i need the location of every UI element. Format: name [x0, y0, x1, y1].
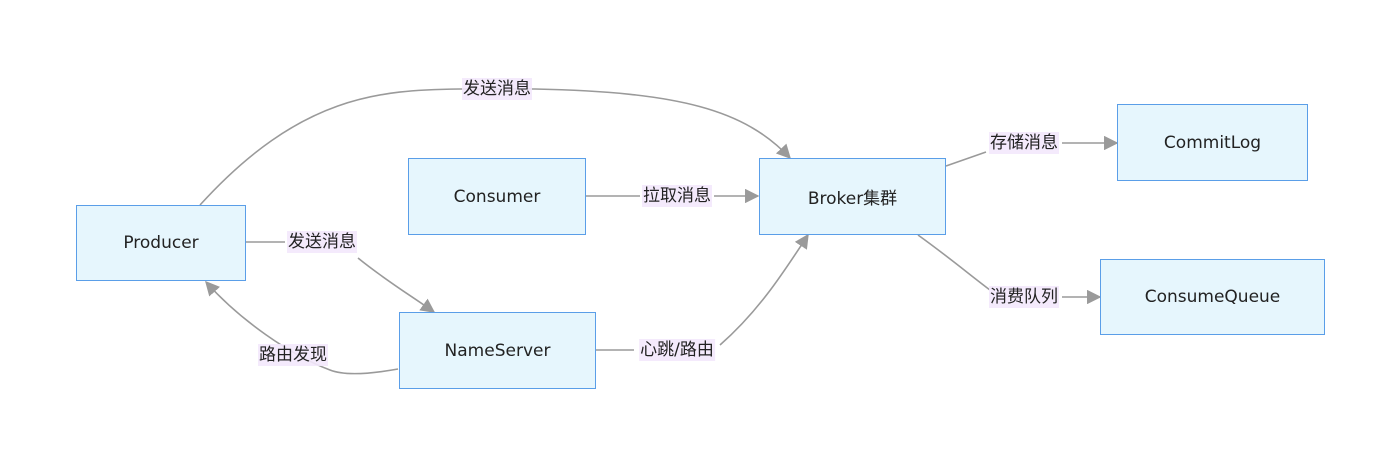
node-broker[interactable]: Broker集群 [759, 158, 946, 235]
node-commitlog[interactable]: CommitLog [1117, 104, 1308, 181]
edge-label-consumer-broker: 拉取消息 [642, 185, 712, 207]
edge-label-nameserver-broker: 心跳/路由 [639, 339, 715, 361]
edge-producer-nameserver [246, 241, 434, 312]
edge-label-broker-consumequeue: 消费队列 [989, 286, 1059, 308]
node-producer[interactable]: Producer [76, 205, 246, 281]
node-consumequeue[interactable]: ConsumeQueue [1100, 259, 1325, 335]
edge-label-nameserver-producer: 路由发现 [258, 344, 328, 366]
edge-broker-commitlog [945, 143, 1117, 167]
node-nameserver[interactable]: NameServer [399, 312, 596, 389]
edge-nameserver-broker [596, 235, 808, 351]
edge-producer-broker [199, 88, 791, 206]
edge-label-producer-broker: 发送消息 [462, 78, 532, 100]
edge-label-producer-nameserver: 发送消息 [287, 231, 357, 253]
edge-label-broker-commitlog: 存储消息 [989, 132, 1059, 154]
edge-broker-consumequeue [917, 234, 1100, 297]
node-consumer[interactable]: Consumer [408, 158, 586, 235]
edge-nameserver-producer [205, 280, 399, 375]
